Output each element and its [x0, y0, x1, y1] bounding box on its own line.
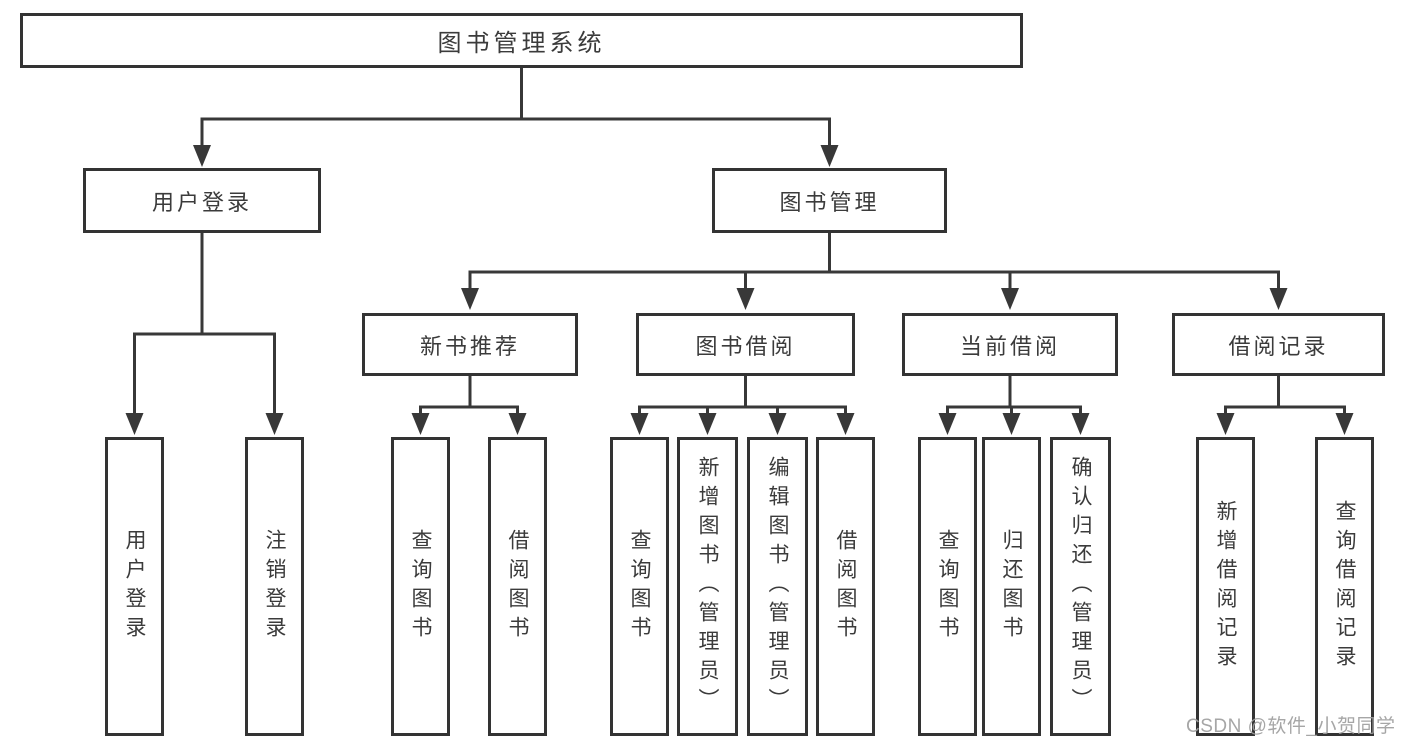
node-user-login: 用户登录 — [83, 168, 321, 233]
node-user-login-label: 用户登录 — [151, 189, 252, 215]
leaf-logout-label: 注销登录 — [263, 528, 286, 645]
leaf-add-borrow-record: 新增借阅记录 — [1196, 437, 1255, 736]
leaf-borrow-books-recommend: 借阅图书 — [488, 437, 547, 736]
leaf-confirm-return-admin-label: 确认归还（管理员） — [1069, 456, 1092, 717]
connector-current-borrow-children — [938, 375, 1090, 435]
node-book-management-label: 图书管理 — [779, 189, 880, 215]
leaf-query-books-current: 查询图书 — [918, 437, 977, 736]
leaf-edit-book-admin-label: 编辑图书（管理员） — [766, 456, 789, 717]
node-borrow-records-label: 借阅记录 — [1228, 333, 1329, 359]
node-borrow-records: 借阅记录 — [1172, 313, 1385, 376]
leaf-borrow-books-recommend-label: 借阅图书 — [506, 528, 529, 645]
leaf-edit-book-admin: 编辑图书（管理员） — [747, 437, 808, 736]
node-root-system-label: 图书管理系统 — [437, 30, 606, 57]
leaf-return-book-label: 归还图书 — [1000, 528, 1023, 645]
leaf-user-login-label: 用户登录 — [123, 528, 146, 645]
leaf-borrow-books-label: 借阅图书 — [834, 528, 857, 645]
node-book-borrow: 图书借阅 — [636, 313, 855, 376]
leaf-user-login: 用户登录 — [105, 437, 164, 736]
leaf-add-borrow-record-label: 新增借阅记录 — [1214, 499, 1237, 674]
leaf-query-books-recommend-label: 查询图书 — [409, 528, 432, 645]
node-book-borrow-label: 图书借阅 — [695, 333, 796, 359]
connector-book-mgmt-to-level3 — [461, 233, 1288, 310]
csdn-watermark: CSDN @软件_小贺同学 — [1186, 716, 1396, 737]
connector-user-login-children — [125, 233, 284, 435]
node-new-book-recommend-label: 新书推荐 — [419, 333, 520, 359]
leaf-add-book-admin-label: 新增图书（管理员） — [696, 456, 719, 717]
connector-root-to-level2 — [193, 68, 839, 167]
leaf-return-book: 归还图书 — [982, 437, 1041, 736]
leaf-query-books-recommend: 查询图书 — [391, 437, 450, 736]
node-book-management: 图书管理 — [712, 168, 947, 233]
leaf-logout: 注销登录 — [245, 437, 304, 736]
leaf-add-book-admin: 新增图书（管理员） — [677, 437, 738, 736]
connector-new-books-children — [411, 375, 527, 435]
leaf-query-borrow-record-label: 查询借阅记录 — [1333, 499, 1356, 674]
leaf-query-books-current-label: 查询图书 — [936, 528, 959, 645]
leaf-confirm-return-admin: 确认归还（管理员） — [1050, 437, 1111, 736]
node-current-borrow: 当前借阅 — [902, 313, 1118, 376]
leaf-borrow-books: 借阅图书 — [816, 437, 875, 736]
leaf-query-books-borrow-label: 查询图书 — [628, 528, 651, 645]
node-new-book-recommend: 新书推荐 — [362, 313, 578, 376]
leaf-query-books-borrow: 查询图书 — [610, 437, 669, 736]
connector-book-borrow-children — [630, 375, 855, 435]
node-root-system: 图书管理系统 — [20, 13, 1023, 68]
leaf-query-borrow-record: 查询借阅记录 — [1315, 437, 1374, 736]
connector-borrow-records-children — [1216, 375, 1354, 435]
node-current-borrow-label: 当前借阅 — [959, 333, 1060, 359]
